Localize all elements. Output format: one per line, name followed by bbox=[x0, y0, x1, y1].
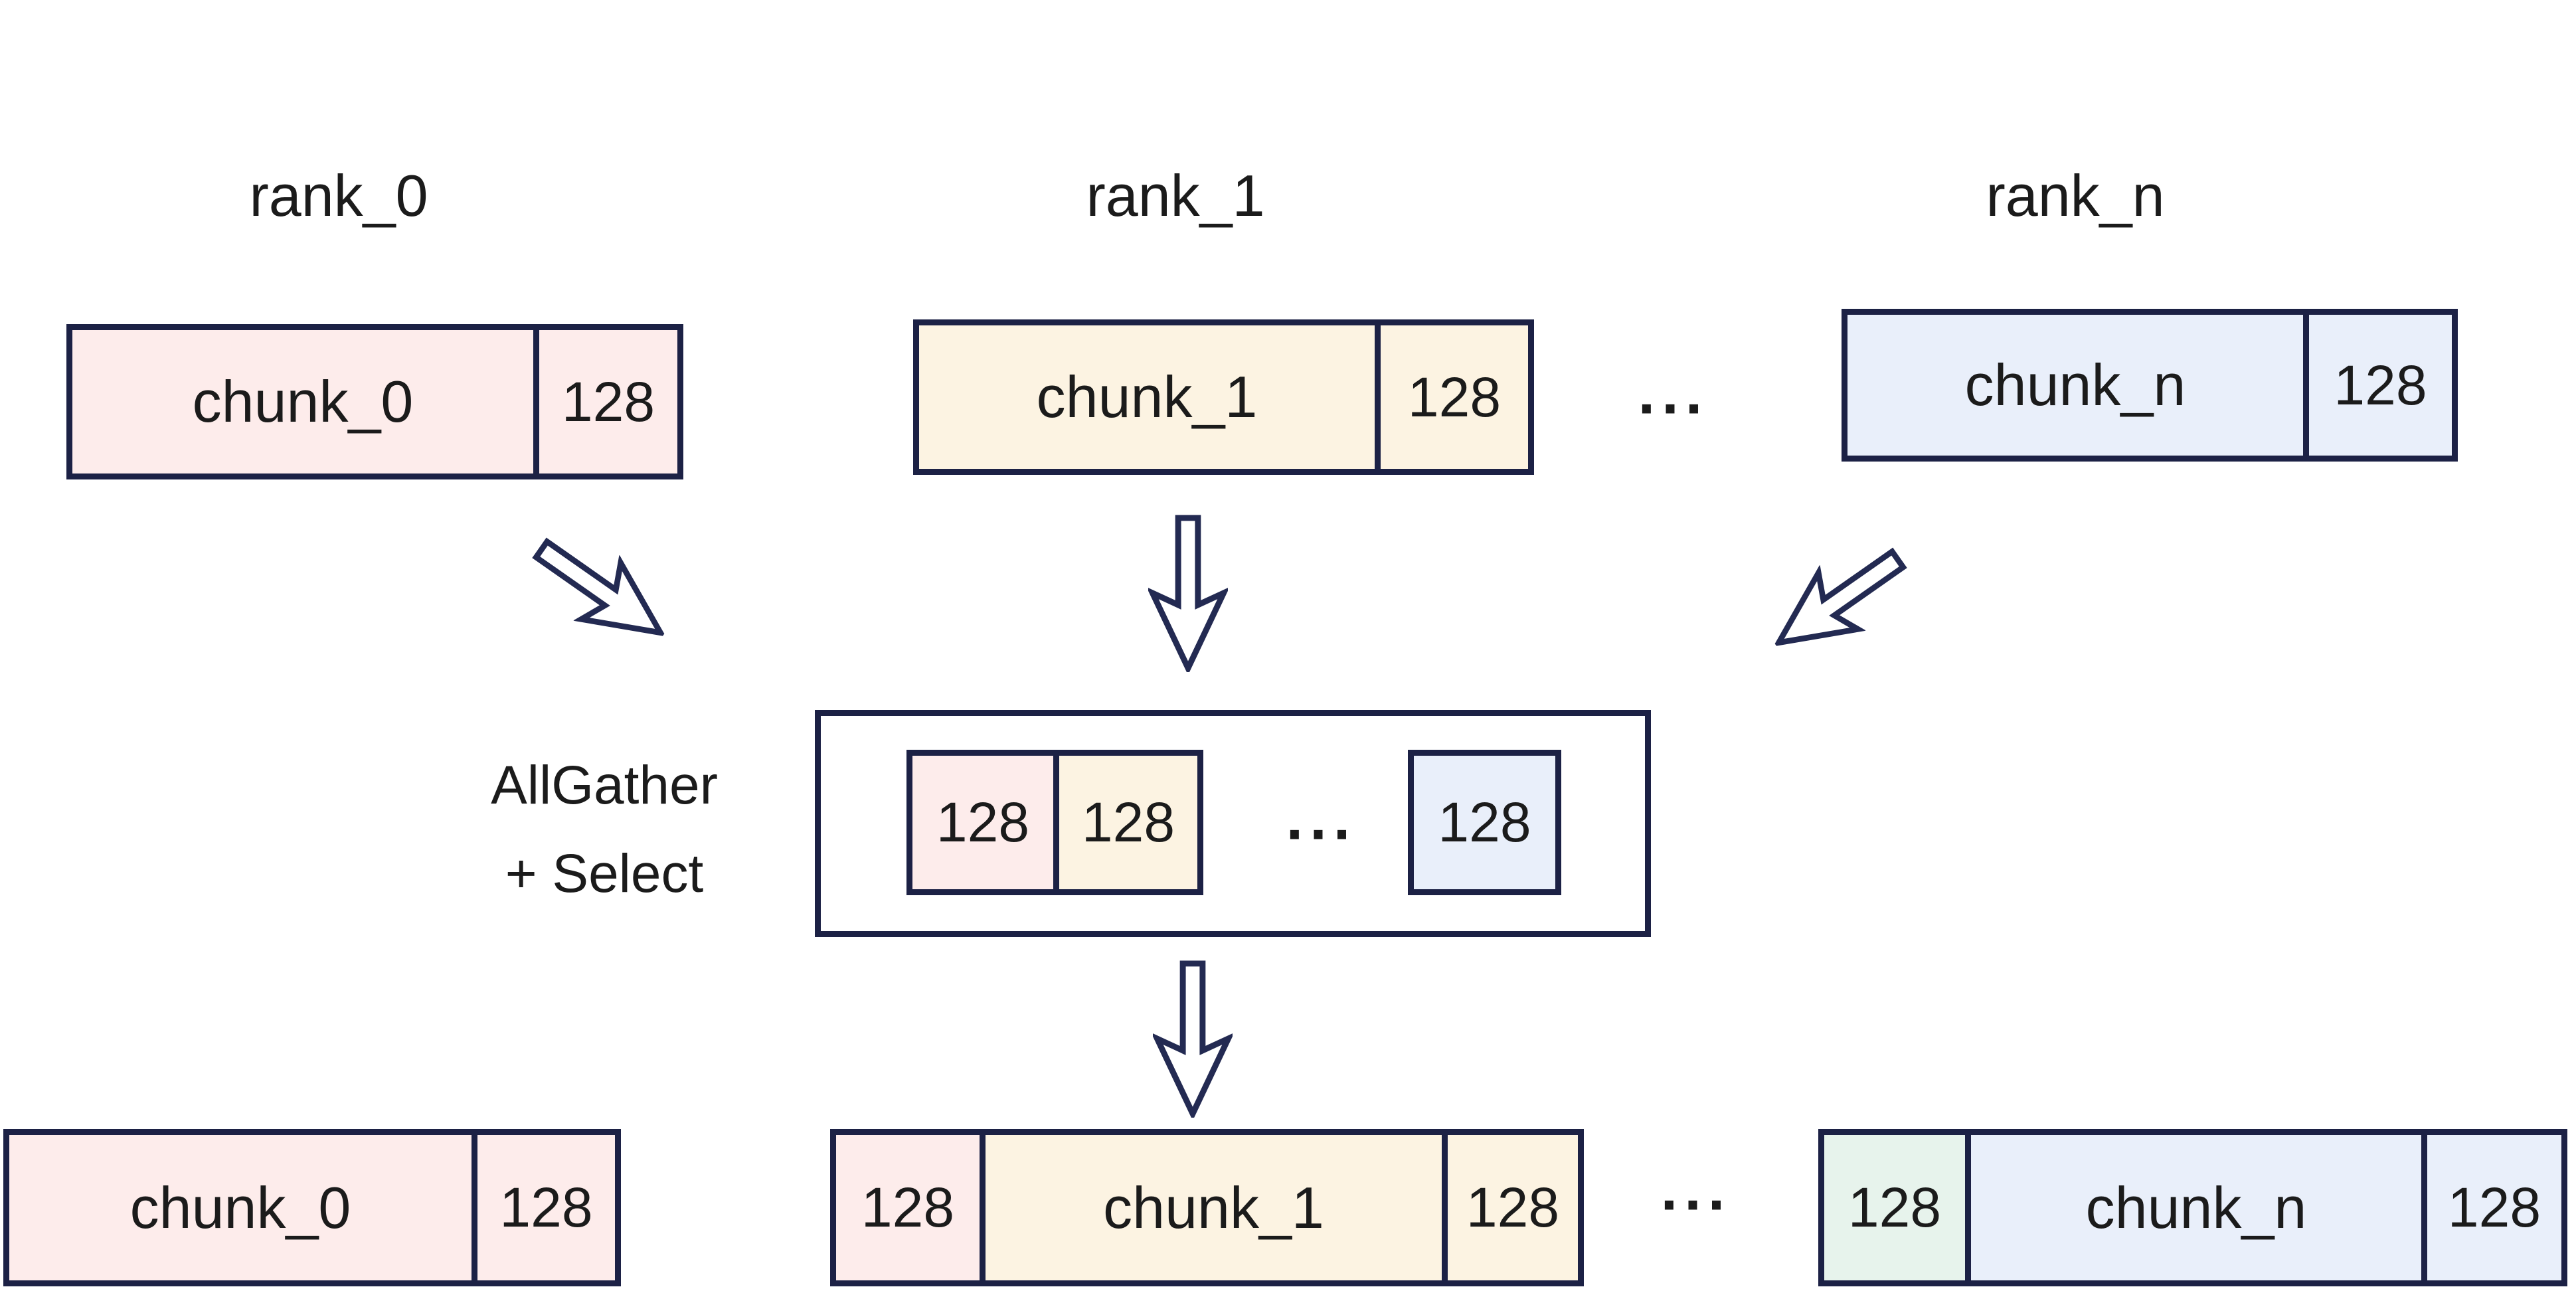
arrow-rank1-to-gather-icon bbox=[1148, 515, 1228, 672]
bottom-chunk-1-box: 128 chunk_1 128 bbox=[830, 1129, 1584, 1286]
top-chunk-n-box: chunk_n 128 bbox=[1842, 309, 2458, 462]
bottom-chunk-1-size-cell: 128 bbox=[1442, 1135, 1578, 1280]
bottom-chunk-n-size-cell: 128 bbox=[2421, 1135, 2561, 1280]
gather-cell-1: 128 bbox=[1053, 756, 1197, 889]
top-chunk-1-cell: chunk_1 bbox=[919, 325, 1375, 469]
operation-label-line1: AllGather bbox=[491, 755, 718, 816]
top-chunk-n-cell: chunk_n bbox=[1847, 315, 2303, 456]
top-chunk-0-box: chunk_0 128 bbox=[66, 324, 683, 479]
gather-cell-n: 128 bbox=[1414, 756, 1555, 889]
rank-n-label: rank_n bbox=[1986, 163, 2165, 228]
top-chunk-0-size-cell: 128 bbox=[533, 330, 677, 473]
rank-1-label: rank_1 bbox=[1086, 163, 1265, 228]
top-chunk-0-cell: chunk_0 bbox=[72, 330, 533, 473]
bottom-chunk-0-size-cell: 128 bbox=[472, 1135, 615, 1280]
top-chunk-n-size-cell: 128 bbox=[2303, 315, 2452, 456]
gather-cells-0-1: 128 128 bbox=[906, 750, 1203, 895]
bottom-chunk-1-cell: chunk_1 bbox=[980, 1135, 1442, 1280]
bottom-chunk-n-box: 128 chunk_n 128 bbox=[1818, 1129, 2567, 1286]
bottom-chunk-0-cell: chunk_0 bbox=[9, 1135, 472, 1280]
gather-ellipsis: ... bbox=[1286, 784, 1357, 853]
top-row-ellipsis: ... bbox=[1638, 359, 1709, 427]
bottom-chunk-1-prefix-cell: 128 bbox=[836, 1135, 980, 1280]
arrow-rank0-to-gather-icon bbox=[532, 537, 666, 637]
top-chunk-1-size-cell: 128 bbox=[1375, 325, 1528, 469]
arrow-rankn-to-gather-icon bbox=[1773, 547, 1907, 647]
bottom-chunk-n-cell: chunk_n bbox=[1965, 1135, 2421, 1280]
gather-cell-0: 128 bbox=[912, 756, 1053, 889]
operation-label-line2: + Select bbox=[505, 843, 704, 904]
bottom-chunk-n-prefix-cell: 128 bbox=[1824, 1135, 1965, 1280]
bottom-chunk-0-box: chunk_0 128 bbox=[3, 1129, 621, 1286]
operation-label: AllGather + Select bbox=[491, 742, 718, 918]
rank-0-label: rank_0 bbox=[249, 163, 428, 228]
arrow-gather-to-output-icon bbox=[1153, 960, 1233, 1118]
top-chunk-1-box: chunk_1 128 bbox=[913, 319, 1534, 475]
bottom-row-ellipsis: ... bbox=[1660, 1155, 1732, 1223]
gather-cell-n-box: 128 bbox=[1408, 750, 1561, 895]
